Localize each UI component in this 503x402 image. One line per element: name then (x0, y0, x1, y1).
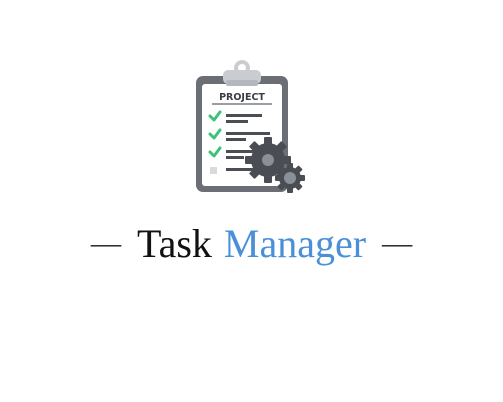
title-word-manager: Manager (223, 221, 367, 266)
check-icon (208, 128, 222, 140)
title-dash-left: — (88, 224, 123, 264)
app-title: — Task Manager — (0, 216, 503, 272)
check-icon (208, 146, 222, 158)
title-dash-right: — (380, 224, 415, 264)
app-logo: PROJECT (186, 60, 312, 200)
title-word-task: Task (136, 221, 212, 266)
checkbox-icon (210, 167, 217, 174)
check-icon (208, 110, 222, 122)
clipboard-label: PROJECT (219, 92, 265, 103)
gear-icon (245, 137, 305, 193)
task-manager-logo-icon: PROJECT (196, 60, 305, 193)
